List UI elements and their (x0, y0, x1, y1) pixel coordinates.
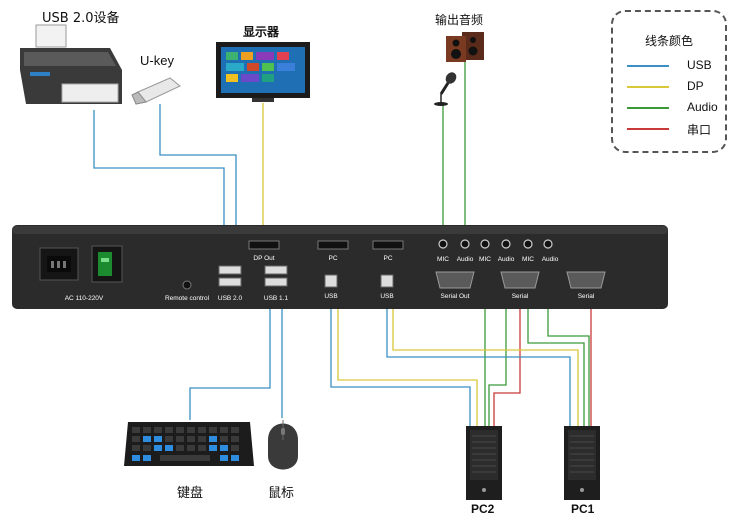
usb-cable-ukey (159, 104, 237, 272)
legend-item-serial: 串口 (627, 121, 723, 137)
usb-a-label: USB (324, 293, 337, 300)
serial-a-label: Serial (512, 293, 529, 300)
pc1-tower-icon (564, 426, 600, 500)
dp-cable-pc2 (337, 248, 478, 428)
audio-io-label: 输出音频 (435, 13, 484, 27)
audio-jack-3[interactable] (543, 239, 553, 249)
mouse-icon (268, 420, 298, 470)
audio-jack-1[interactable] (460, 239, 470, 249)
display-label: 显示器 (243, 25, 280, 39)
usb20-label: USB 2.0 (218, 295, 243, 302)
audio3-label: Audio (542, 256, 559, 263)
pc-b-label: PC (383, 255, 392, 262)
mic-jack-3[interactable] (523, 239, 533, 249)
usb-cable-pc1 (386, 290, 571, 428)
mic2-label: MIC (479, 256, 491, 263)
mic-jack-1[interactable] (438, 239, 448, 249)
power-label: AC 110-220V (65, 295, 104, 302)
pc-dp-port-a[interactable] (317, 240, 349, 250)
legend-swatch (627, 86, 669, 88)
audio2-label: Audio (498, 256, 515, 263)
legend-label: USB (687, 58, 712, 72)
legend-swatch (627, 128, 669, 130)
serial-cable-pc2 (493, 290, 521, 428)
usb11-label: USB 1.1 (264, 295, 289, 302)
usb-b-label: USB (380, 293, 393, 300)
mic1-label: MIC (437, 256, 449, 263)
pc-a-label: PC (328, 255, 337, 262)
legend-label: 串口 (687, 123, 712, 137)
power-inlet (39, 247, 79, 281)
pc2-tower-icon (466, 426, 502, 500)
legend-title: 线条颜色 (644, 34, 693, 48)
speaker-icon (446, 32, 484, 62)
remote-control-port[interactable] (182, 280, 192, 290)
dp-out-port[interactable] (248, 240, 280, 250)
audio-jack-2[interactable] (501, 239, 511, 249)
legend-swatch (627, 65, 669, 67)
mic-jack-2[interactable] (480, 239, 490, 249)
audio-cable-pc2-audio (488, 248, 507, 428)
pc2-label: PC2 (471, 502, 495, 516)
printer-icon (20, 24, 122, 104)
usb-b-port-a[interactable] (324, 274, 338, 288)
remote-label: Remote control (165, 295, 210, 302)
mouse-label: 鼠标 (268, 486, 295, 501)
ukey-label: U-key (140, 53, 174, 68)
usb-cable-keyboard (189, 308, 271, 420)
serial-out-label: Serial Out (441, 293, 470, 300)
usb-device-label: USB 2.0设备 (42, 11, 120, 26)
ukey-icon (131, 77, 181, 105)
usb-cable-pc2 (330, 290, 471, 428)
legend-item-usb: USB (627, 58, 723, 72)
power-switch[interactable] (91, 245, 123, 283)
line-color-legend: 线条颜色 USB DP Audio 串口 (611, 10, 727, 153)
legend-label: Audio (687, 100, 718, 114)
usb-cable-printer (93, 110, 225, 272)
usb20-port[interactable] (218, 265, 242, 287)
serial-b-label: Serial (578, 293, 595, 300)
microphone-icon (434, 72, 457, 106)
monitor-icon (216, 42, 310, 102)
mic3-label: MIC (522, 256, 534, 263)
serial-out-port[interactable] (435, 271, 475, 289)
serial-port-b[interactable] (566, 271, 606, 289)
legend-swatch (627, 107, 669, 109)
legend-label: DP (687, 79, 704, 93)
usb-b-port-b[interactable] (380, 274, 394, 288)
legend-item-dp: DP (627, 79, 723, 93)
usb11-port[interactable] (264, 265, 288, 287)
serial-port-a[interactable] (500, 271, 540, 289)
dp-out-label: DP Out (253, 255, 274, 262)
keyboard-icon (124, 422, 254, 466)
audio1-label: Audio (457, 256, 474, 263)
pc-dp-port-b[interactable] (372, 240, 404, 250)
keyboard-label: 键盘 (177, 486, 204, 501)
legend-item-audio: Audio (627, 100, 723, 114)
pc1-label: PC1 (571, 502, 595, 516)
